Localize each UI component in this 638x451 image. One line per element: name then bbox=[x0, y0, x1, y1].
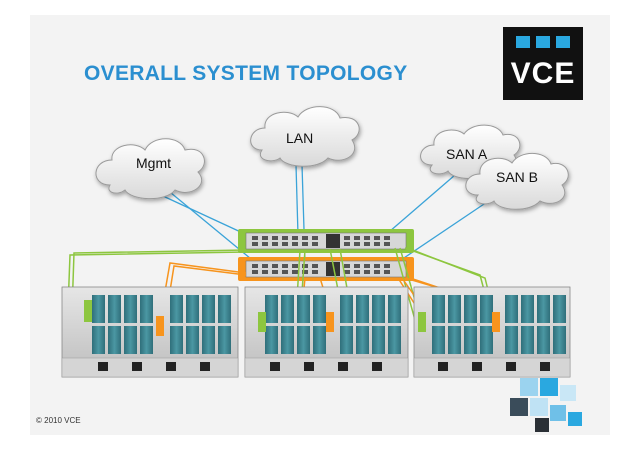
copyright-text: © 2010 VCE bbox=[36, 416, 81, 425]
logo-square-2 bbox=[536, 36, 550, 48]
fabric-interconnect-b bbox=[238, 257, 414, 281]
link-sana-1 bbox=[381, 174, 456, 239]
chassis-3 bbox=[413, 286, 571, 378]
cloud-label-mgmt: Mgmt bbox=[136, 155, 171, 171]
link-mgmt-2 bbox=[164, 187, 263, 269]
logo-text: VCE bbox=[510, 57, 576, 90]
vce-logo: VCE bbox=[503, 27, 583, 100]
logo-square-1 bbox=[516, 36, 530, 48]
iom-modules bbox=[84, 300, 500, 336]
page-title: OVERALL SYSTEM TOPOLOGY bbox=[84, 62, 408, 85]
decorative-squares bbox=[510, 378, 582, 432]
chassis-1-blades bbox=[92, 295, 231, 354]
chassis-1 bbox=[61, 286, 239, 378]
fabric-interconnect-a bbox=[238, 229, 414, 253]
cloud-label-san-a: SAN A bbox=[446, 146, 488, 162]
cloud-label-lan: LAN bbox=[286, 130, 314, 146]
cloud-lan bbox=[250, 106, 360, 167]
cloud-mgmt bbox=[95, 138, 205, 200]
cloud-san-b bbox=[465, 152, 569, 210]
logo-square-3 bbox=[556, 36, 570, 48]
link-lan-1 bbox=[295, 164, 299, 236]
cloud-label-san-b: SAN B bbox=[496, 169, 539, 185]
chassis-2 bbox=[244, 286, 409, 378]
link-sanb-1 bbox=[391, 199, 491, 267]
